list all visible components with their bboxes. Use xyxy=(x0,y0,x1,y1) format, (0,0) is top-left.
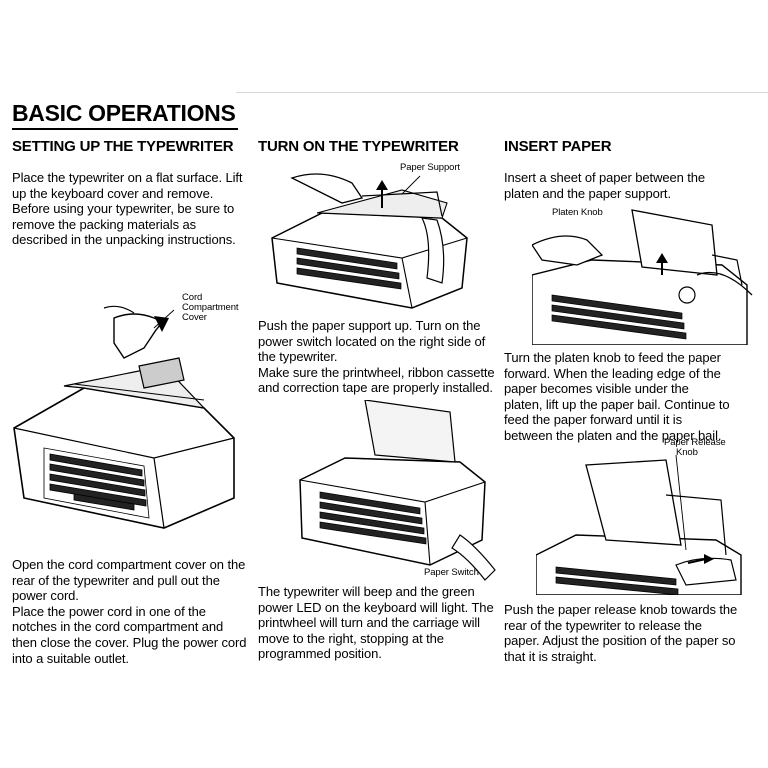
label-platen-knob: Platen Knob xyxy=(552,207,603,218)
power-switch-illustration xyxy=(290,400,500,585)
label-cord: Cord xyxy=(182,292,203,303)
insert-body-text-2: Push the paper release knob towards the … xyxy=(504,602,738,664)
heading-turn-on: TURN ON THE TYPEWRITER xyxy=(258,138,459,155)
label-paper-support: Paper Support xyxy=(400,162,460,173)
platen-knob-illustration xyxy=(532,205,757,345)
label-knob: Knob xyxy=(676,447,698,458)
heading-setting-up: SETTING UP THE TYPEWRITER xyxy=(12,138,234,155)
turn-on-body-text-1: Push the paper support up. Turn on the p… xyxy=(258,318,495,396)
label-cover: Cover xyxy=(182,312,207,323)
insert-intro-text: Insert a sheet of paper between the plat… xyxy=(504,170,706,201)
label-paper-switch: Paper Switch xyxy=(424,567,479,578)
setup-intro-text: Place the typewriter on a flat surface. … xyxy=(12,170,243,248)
heading-insert-paper: INSERT PAPER xyxy=(504,138,612,155)
cord-compartment-illustration xyxy=(4,288,254,538)
label-paper-release: Paper Release xyxy=(664,437,726,448)
title-underline xyxy=(12,128,238,130)
insert-body-text-1: Turn the platen knob to feed the paper f… xyxy=(504,350,730,443)
page-title: BASIC OPERATIONS xyxy=(12,100,236,126)
label-compartment: Compartment xyxy=(182,302,239,313)
paper-support-illustration xyxy=(262,158,482,318)
setup-body-text: Open the cord compartment cover on the r… xyxy=(12,557,247,666)
turn-on-body-text-2: The typewriter will beep and the green p… xyxy=(258,584,494,662)
top-rule xyxy=(236,92,768,93)
paper-release-illustration xyxy=(536,455,751,595)
